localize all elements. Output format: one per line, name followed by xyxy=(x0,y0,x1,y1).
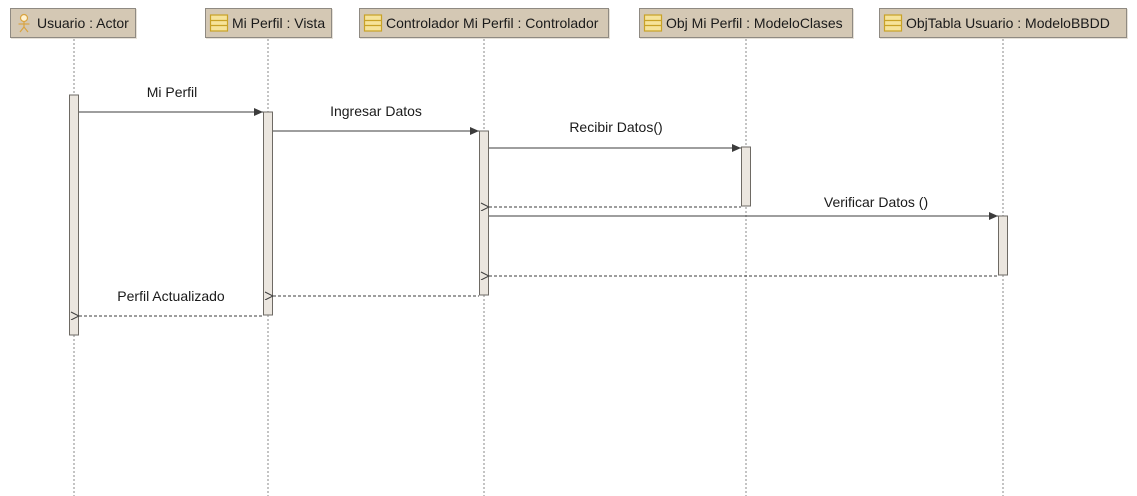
lifeline-header-modelo[interactable]: Obj Mi Perfil : ModeloClases xyxy=(639,8,853,38)
activation-bar-vista xyxy=(263,111,273,316)
activation-bar-usuario xyxy=(69,94,79,336)
activation-bar-bbdd xyxy=(998,215,1008,276)
actor-icon xyxy=(14,13,34,33)
lifeline-label: Obj Mi Perfil : ModeloClases xyxy=(666,15,843,31)
message-label-recibir-datos: Recibir Datos() xyxy=(569,119,663,135)
message-label-perfil-actualizado: Perfil Actualizado xyxy=(117,288,225,304)
message-label-mi-perfil: Mi Perfil xyxy=(146,84,198,100)
activation-bar-modelo xyxy=(741,146,751,207)
lifeline-header-bbdd[interactable]: ObjTabla Usuario : ModeloBBDD xyxy=(879,8,1127,38)
class-icon xyxy=(883,13,903,33)
lifeline-label: Mi Perfil : Vista xyxy=(232,15,326,31)
class-icon xyxy=(643,13,663,33)
message-label-ingresar-datos: Ingresar Datos xyxy=(330,103,422,119)
lifeline-label: Controlador Mi Perfil : Controlador xyxy=(386,15,599,31)
lifeline-label: Usuario : Actor xyxy=(37,15,129,31)
class-icon xyxy=(363,13,383,33)
lifeline-header-controlador[interactable]: Controlador Mi Perfil : Controlador xyxy=(359,8,609,38)
lifeline-label: ObjTabla Usuario : ModeloBBDD xyxy=(906,15,1110,31)
class-icon xyxy=(209,13,229,33)
activation-bar-controlador xyxy=(479,130,489,296)
lifeline-header-usuario[interactable]: Usuario : Actor xyxy=(10,8,136,38)
lifeline-header-vista[interactable]: Mi Perfil : Vista xyxy=(205,8,332,38)
message-label-verificar-datos: Verificar Datos () xyxy=(823,194,929,210)
